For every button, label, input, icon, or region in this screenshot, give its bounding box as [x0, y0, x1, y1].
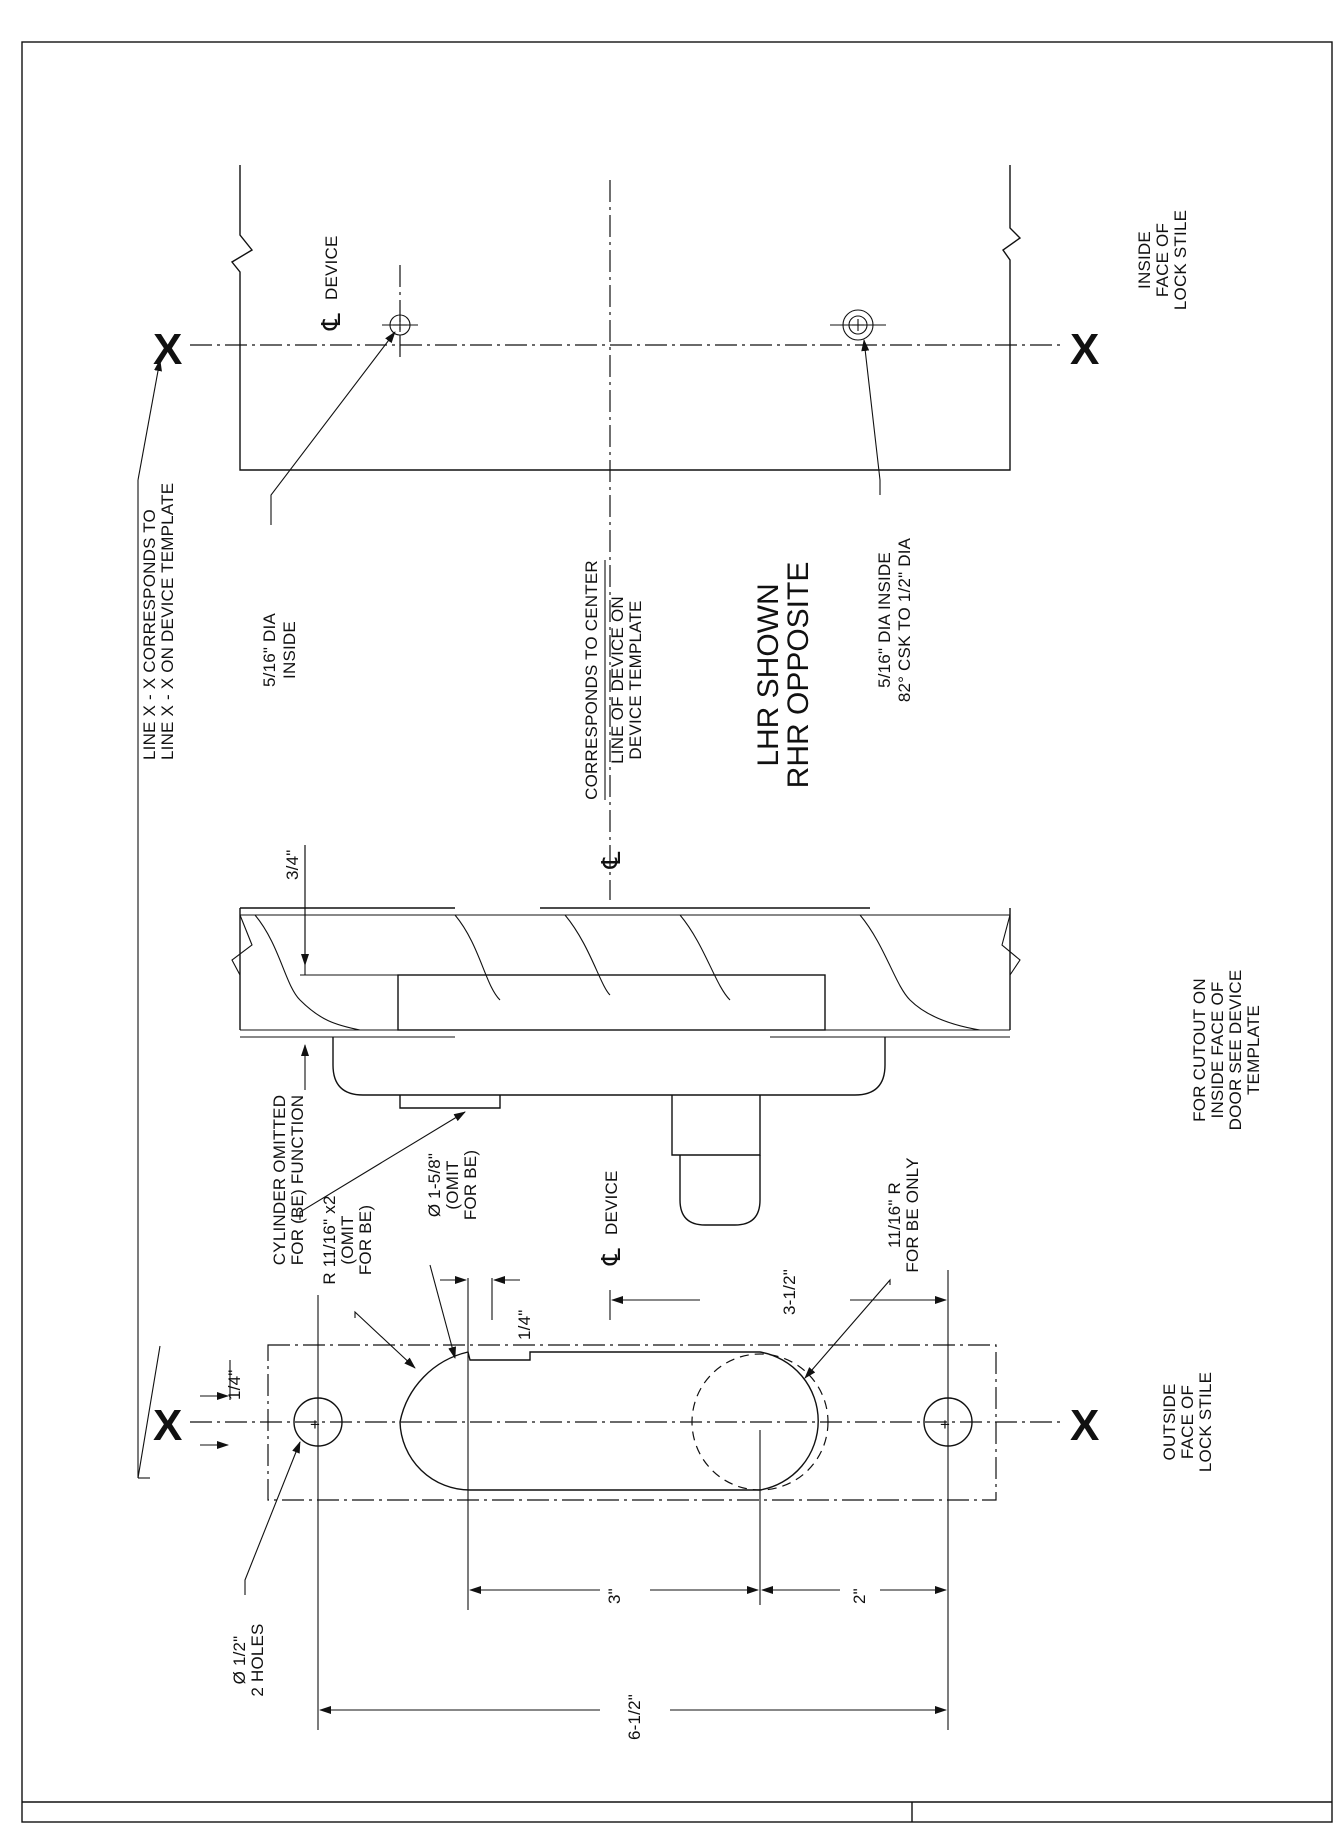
outside-face-label: OUTSIDE FACE OF LOCK STILE	[1160, 1372, 1215, 1472]
device-centerline-label: DEVICE	[322, 236, 341, 301]
hole-b-note: 5/16" DIA INSIDE 82° CSK TO 1/2" DIA	[875, 537, 914, 702]
holes-note: Ø 1/2" 2 HOLES	[230, 1623, 267, 1696]
svg-text:INSIDE: INSIDE	[280, 621, 299, 679]
leader-hole-a	[270, 331, 396, 525]
x-mark-bottom-right: X	[1070, 1401, 1099, 1450]
dim-3: 3"	[605, 1588, 624, 1604]
leader-holes	[244, 1441, 301, 1595]
section-device-label: DEVICE	[602, 1171, 621, 1236]
svg-text:82° CSK TO 1/2" DIA: 82° CSK TO 1/2" DIA	[895, 537, 914, 702]
svg-text:DOOR SEE DEVICE: DOOR SEE DEVICE	[1226, 970, 1245, 1131]
door-section: 3/4" FOR CUTOUT ON INSIDE FACE OF DOOR S…	[231, 845, 1263, 1266]
cylinder-profile	[399, 1095, 501, 1109]
svg-text:CYLINDER OMITTED: CYLINDER OMITTED	[270, 1095, 289, 1265]
svg-text:FACE OF: FACE OF	[1153, 223, 1172, 297]
centerline-symbol-center: ℄	[597, 851, 627, 869]
svg-text:LHR SHOWN: LHR SHOWN	[752, 583, 785, 766]
svg-text:FOR CUTOUT ON: FOR CUTOUT ON	[1190, 978, 1209, 1122]
line-x-x-note: LINE X - X CORRESPONDS TO LINE X - X ON …	[137, 359, 177, 1479]
svg-text:TEMPLATE: TEMPLATE	[1244, 1005, 1263, 1095]
line-x-x-note-line1: LINE X - X CORRESPONDS TO	[140, 509, 159, 760]
svg-text:FOR BE ONLY: FOR BE ONLY	[903, 1157, 922, 1272]
svg-text:5/16" DIA: 5/16" DIA	[260, 613, 279, 687]
x-mark-top-left: X	[153, 325, 182, 374]
svg-text:R 11/16" x2: R 11/16" x2	[320, 1195, 339, 1284]
svg-text:11/16" R: 11/16" R	[885, 1182, 904, 1248]
svg-text:+: +	[310, 1415, 320, 1434]
leader-hole-b	[861, 339, 881, 495]
svg-text:FOR BE): FOR BE)	[356, 1205, 375, 1275]
svg-text:DEVICE TEMPLATE: DEVICE TEMPLATE	[626, 600, 645, 759]
be-radius-note: 11/16" R FOR BE ONLY	[885, 1157, 922, 1272]
svg-text:INSIDE FACE OF: INSIDE FACE OF	[1208, 982, 1227, 1119]
dim-3-1-2: 3-1/2"	[780, 1269, 799, 1315]
svg-text:LINE OF DEVICE ON: LINE OF DEVICE ON	[608, 596, 627, 764]
svg-text:LOCK STILE: LOCK STILE	[1171, 210, 1190, 310]
svg-text:LOCK STILE: LOCK STILE	[1196, 1372, 1215, 1472]
dim-quarter-a: 1/4"	[515, 1310, 534, 1340]
svg-text:(OMIT: (OMIT	[338, 1215, 357, 1264]
slot-cutout	[399, 1351, 819, 1491]
center-note: CORRESPONDS TO CENTER LINE OF DEVICE ON …	[582, 560, 645, 800]
leader-bore	[429, 1264, 457, 1359]
lever-stub	[679, 1155, 761, 1226]
x-mark-bottom-left: X	[153, 1401, 182, 1450]
dim-three-quarter: 3/4"	[283, 850, 302, 880]
leader-radius	[354, 1310, 416, 1369]
cutout-note: FOR CUTOUT ON INSIDE FACE OF DOOR SEE DE…	[1190, 970, 1263, 1131]
drawing-frame	[21, 41, 1333, 1823]
hole-a-note: 5/16" DIA INSIDE	[260, 613, 299, 687]
svg-text:+: +	[940, 1415, 950, 1434]
svg-text:FOR (BE) FUNCTION: FOR (BE) FUNCTION	[288, 1095, 307, 1266]
outside-trim	[332, 1037, 886, 1096]
line-x-x-note-line2: LINE X - X ON DEVICE TEMPLATE	[158, 483, 177, 760]
dim-6-1-2: 6-1/2"	[625, 1694, 644, 1740]
svg-text:INSIDE: INSIDE	[1135, 231, 1154, 289]
svg-text:Ø 1/2": Ø 1/2"	[230, 1636, 249, 1685]
svg-text:(OMIT: (OMIT	[443, 1160, 462, 1209]
leader-cylinder	[299, 1111, 466, 1220]
spindle	[671, 1095, 761, 1156]
svg-text:2 HOLES: 2 HOLES	[248, 1623, 267, 1696]
cylinder-note: CYLINDER OMITTED FOR (BE) FUNCTION	[270, 1095, 307, 1266]
dim-2: 2"	[850, 1588, 869, 1604]
leader-be-radius	[804, 1278, 891, 1379]
radius-note: R 11/16" x2 (OMIT FOR BE)	[320, 1195, 375, 1284]
svg-text:CORRESPONDS TO CENTER: CORRESPONDS TO CENTER	[582, 560, 601, 800]
hand-note: LHR SHOWN RHR OPPOSITE	[752, 562, 815, 789]
svg-text:FACE OF: FACE OF	[1178, 1385, 1197, 1459]
device-section: X X ℄ DEVICE 5/16" DIA INSIDE 5/16" DIA …	[153, 165, 1190, 900]
svg-text:FOR BE): FOR BE)	[461, 1150, 480, 1220]
centerline-symbol-device: ℄	[317, 313, 347, 331]
svg-text:OUTSIDE: OUTSIDE	[1160, 1384, 1179, 1461]
bore-note: Ø 1-5/8" (OMIT FOR BE)	[425, 1150, 480, 1220]
inside-face-label: INSIDE FACE OF LOCK STILE	[1135, 210, 1190, 310]
section-pocket	[397, 974, 826, 1031]
centerline-symbol-section: ℄	[597, 1248, 627, 1266]
svg-text:Ø 1-5/8": Ø 1-5/8"	[425, 1153, 444, 1217]
svg-text:RHR OPPOSITE: RHR OPPOSITE	[782, 562, 815, 789]
outside-template: X X + + OUTSIDE FACE OF LOCK STILE R 11/…	[153, 1150, 1215, 1740]
x-mark-top-right: X	[1070, 325, 1099, 374]
dim-quarter-b: 1/4"	[225, 1370, 244, 1400]
svg-text:5/16" DIA INSIDE: 5/16" DIA INSIDE	[875, 552, 894, 688]
